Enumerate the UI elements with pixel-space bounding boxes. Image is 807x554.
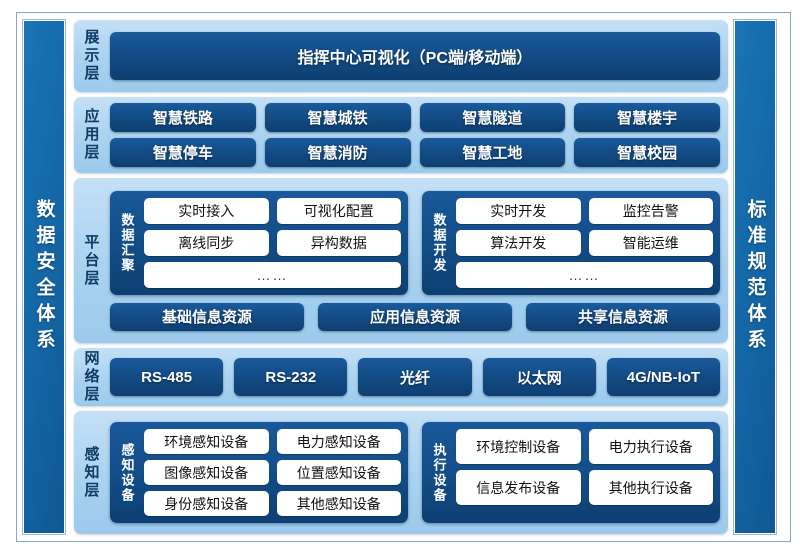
actuator-row-1: 环境控制设备 电力执行设备 — [456, 429, 713, 464]
chip-shared-info-resource[interactable]: 共享信息资源 — [526, 302, 720, 331]
box-realtime-ingest[interactable]: 实时接入 — [144, 197, 269, 224]
box-development-more[interactable]: …… — [456, 261, 713, 288]
box-information-release-device[interactable]: 信息发布设备 — [456, 470, 581, 505]
group-sensing-devices-label: 感知设备 — [119, 442, 135, 503]
box-identity-sensing-device[interactable]: 身份感知设备 — [144, 491, 269, 516]
layer-perception-label-wrap: 感知层 — [74, 411, 108, 534]
group-data-aggregation-grid: 实时接入 可视化配置 离线同步 异构数据 …… — [144, 197, 401, 288]
chip-basic-info-resource[interactable]: 基础信息资源 — [110, 302, 304, 331]
perception-groups: 感知设备 环境感知设备 电力感知设备 图像感知设备 位置感知设备 身份感知设备 — [110, 422, 720, 523]
layer-presentation-body: 指挥中心可视化（PC端/移动端） — [108, 20, 728, 92]
chip-smart-construction-site[interactable]: 智慧工地 — [419, 138, 566, 167]
development-row-3: …… — [456, 261, 713, 288]
group-data-aggregation-label: 数据汇聚 — [119, 212, 135, 273]
box-other-actuator-device[interactable]: 其他执行设备 — [588, 470, 713, 505]
box-monitoring-alarm[interactable]: 监控告警 — [588, 197, 713, 224]
chip-smart-building[interactable]: 智慧楼宇 — [574, 103, 720, 132]
layer-presentation: 展示层 指挥中心可视化（PC端/移动端） — [74, 20, 728, 92]
layer-platform-label: 平台层 — [82, 233, 100, 288]
layer-application-label: 应用层 — [82, 108, 100, 162]
group-data-development-grid: 实时开发 监控告警 算法开发 智能运维 …… — [456, 197, 713, 288]
chip-rs485[interactable]: RS-485 — [110, 358, 224, 396]
group-actuator-devices-grid: 环境控制设备 电力执行设备 信息发布设备 其他执行设备 — [456, 429, 713, 516]
layer-platform-label-wrap: 平台层 — [74, 178, 108, 343]
right-pillar-label: 标准规范体系 — [744, 199, 766, 355]
aggregation-row-1: 实时接入 可视化配置 — [144, 197, 401, 224]
layer-network-label: 网络层 — [82, 350, 100, 404]
layer-presentation-label: 展示层 — [82, 29, 100, 83]
chip-smart-campus[interactable]: 智慧校园 — [574, 138, 720, 167]
sensing-row-2: 图像感知设备 位置感知设备 — [144, 460, 401, 485]
group-actuator-devices-label: 执行设备 — [431, 442, 447, 503]
group-data-development: 数据开发 实时开发 监控告警 算法开发 智能运维 …… — [422, 190, 720, 295]
chip-rs232[interactable]: RS-232 — [234, 358, 348, 396]
development-row-2: 算法开发 智能运维 — [456, 229, 713, 256]
actuator-row-2: 信息发布设备 其他执行设备 — [456, 470, 713, 505]
application-row-2: 智慧停车 智慧消防 智慧工地 智慧校园 — [110, 138, 720, 167]
group-sensing-devices: 感知设备 环境感知设备 电力感知设备 图像感知设备 位置感知设备 身份感知设备 — [110, 422, 408, 523]
box-image-sensing-device[interactable]: 图像感知设备 — [144, 460, 269, 485]
chip-application-info-resource[interactable]: 应用信息资源 — [318, 302, 512, 331]
box-heterogeneous-data[interactable]: 异构数据 — [276, 229, 401, 256]
chip-ethernet[interactable]: 以太网 — [482, 358, 596, 396]
layer-network-label-wrap: 网络层 — [74, 348, 108, 406]
group-data-development-label: 数据开发 — [431, 212, 447, 273]
group-sensing-devices-label-wrap: 感知设备 — [117, 429, 137, 516]
chip-command-center-visualization[interactable]: 指挥中心可视化（PC端/移动端） — [110, 32, 720, 80]
box-environment-sensing-device[interactable]: 环境感知设备 — [144, 429, 269, 454]
chip-smart-parking[interactable]: 智慧停车 — [110, 138, 256, 167]
chip-smart-metro[interactable]: 智慧城铁 — [264, 103, 411, 132]
layer-platform-body: 数据汇聚 实时接入 可视化配置 离线同步 异构数据 …… — [108, 178, 728, 343]
left-pillar-data-security: 数据安全体系 — [23, 20, 65, 534]
sensing-row-1: 环境感知设备 电力感知设备 — [144, 429, 401, 454]
chip-4g-nbiot[interactable]: 4G/NB-IoT — [606, 358, 721, 396]
aggregation-row-2: 离线同步 异构数据 — [144, 229, 401, 256]
platform-groups: 数据汇聚 实时接入 可视化配置 离线同步 异构数据 …… — [110, 190, 720, 295]
layer-perception-label: 感知层 — [82, 445, 100, 500]
group-data-aggregation-label-wrap: 数据汇聚 — [117, 198, 137, 288]
application-row-1: 智慧铁路 智慧城铁 智慧隧道 智慧楼宇 — [110, 103, 720, 132]
layer-perception: 感知层 感知设备 环境感知设备 电力感知设备 图像感知设备 — [74, 411, 728, 534]
development-row-1: 实时开发 监控告警 — [456, 197, 713, 224]
group-data-aggregation: 数据汇聚 实时接入 可视化配置 离线同步 异构数据 …… — [110, 190, 408, 295]
group-actuator-devices: 执行设备 环境控制设备 电力执行设备 信息发布设备 其他执行设备 — [422, 422, 720, 523]
chip-smart-tunnel[interactable]: 智慧隧道 — [419, 103, 566, 132]
group-data-development-label-wrap: 数据开发 — [429, 198, 449, 288]
network-row: RS-485 RS-232 光纤 以太网 4G/NB-IoT — [110, 358, 721, 396]
aggregation-row-3: …… — [144, 261, 401, 288]
right-pillar-standards: 标准规范体系 — [734, 20, 776, 534]
box-power-actuator-device[interactable]: 电力执行设备 — [588, 429, 713, 464]
box-power-sensing-device[interactable]: 电力感知设备 — [276, 429, 401, 454]
box-realtime-development[interactable]: 实时开发 — [456, 197, 581, 224]
layer-presentation-label-wrap: 展示层 — [74, 20, 108, 92]
group-actuator-devices-label-wrap: 执行设备 — [429, 429, 449, 516]
platform-resource-row: 基础信息资源 应用信息资源 共享信息资源 — [110, 302, 720, 331]
box-intelligent-ops[interactable]: 智能运维 — [588, 229, 713, 256]
layer-network-body: RS-485 RS-232 光纤 以太网 4G/NB-IoT — [108, 348, 728, 406]
box-algorithm-development[interactable]: 算法开发 — [456, 229, 581, 256]
box-environment-control-device[interactable]: 环境控制设备 — [456, 429, 581, 464]
chip-optical-fiber[interactable]: 光纤 — [358, 358, 472, 396]
layer-network: 网络层 RS-485 RS-232 光纤 以太网 4G/NB-IoT — [74, 348, 728, 406]
layer-platform: 平台层 数据汇聚 实时接入 可视化配置 离线同步 — [74, 178, 728, 343]
layer-application-label-wrap: 应用层 — [74, 97, 108, 173]
sensing-row-3: 身份感知设备 其他感知设备 — [144, 491, 401, 516]
left-pillar-label: 数据安全体系 — [33, 199, 55, 355]
box-aggregation-more[interactable]: …… — [144, 261, 401, 288]
box-other-sensing-device[interactable]: 其他感知设备 — [276, 491, 401, 516]
group-sensing-devices-grid: 环境感知设备 电力感知设备 图像感知设备 位置感知设备 身份感知设备 其他感知设… — [144, 429, 401, 516]
chip-smart-firefighting[interactable]: 智慧消防 — [264, 138, 411, 167]
layer-perception-body: 感知设备 环境感知设备 电力感知设备 图像感知设备 位置感知设备 身份感知设备 — [108, 411, 728, 534]
layer-application: 应用层 智慧铁路 智慧城铁 智慧隧道 智慧楼宇 智慧停车 智慧消防 智慧工地 智… — [74, 97, 728, 173]
box-visual-config[interactable]: 可视化配置 — [276, 197, 401, 224]
chip-smart-railway[interactable]: 智慧铁路 — [110, 103, 256, 132]
layer-application-body: 智慧铁路 智慧城铁 智慧隧道 智慧楼宇 智慧停车 智慧消防 智慧工地 智慧校园 — [108, 97, 728, 173]
box-offline-sync[interactable]: 离线同步 — [144, 229, 269, 256]
box-location-sensing-device[interactable]: 位置感知设备 — [276, 460, 401, 485]
